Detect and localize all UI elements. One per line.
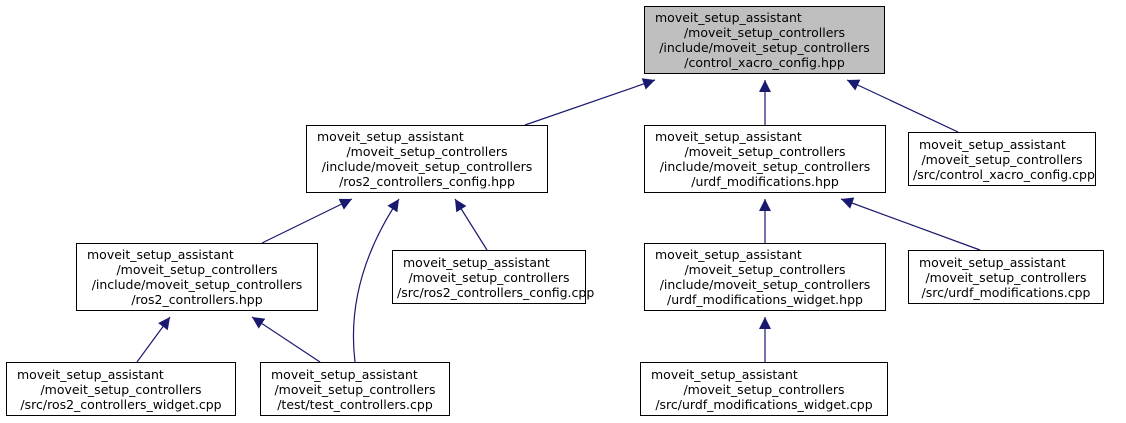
node-path-line: moveit_setup_assistant: [17, 366, 164, 382]
node-path-line: /moveit_setup_controllers: [925, 269, 1087, 285]
node-control-xacro-config-hpp: moveit_setup_assistant/moveit_setup_cont…: [644, 6, 885, 74]
node-path-line: /moveit_setup_controllers: [274, 381, 436, 397]
node-path-line: moveit_setup_assistant: [317, 129, 464, 144]
edge-test_controllers_cpp-to-ros2_controllers_config_hpp: [352, 198, 400, 363]
node-urdf-modifications-cpp[interactable]: moveit_setup_assistant/moveit_setup_cont…: [908, 250, 1104, 304]
node-path-line: /moveit_setup_controllers: [40, 381, 202, 397]
node-path-line: /test/test_controllers.cpp: [277, 396, 433, 412]
node-path-line: /moveit_setup_controllers: [116, 262, 278, 277]
edge-ros2_controllers_config_hpp-to-control_xacro_config_hpp: [524, 78, 656, 126]
node-path-line: /moveit_setup_controllers: [684, 262, 846, 277]
node-test-controllers-cpp[interactable]: moveit_setup_assistant/moveit_setup_cont…: [260, 362, 450, 416]
node-path-line: moveit_setup_assistant: [655, 10, 802, 25]
node-path-line: /urdf_modifications_widget.hpp: [667, 292, 863, 307]
node-path-line: /src/urdf_modifications.cpp: [921, 284, 1091, 300]
node-path-line: /moveit_setup_controllers: [683, 381, 845, 397]
node-ros2-controllers-config-cpp[interactable]: moveit_setup_assistant/moveit_setup_cont…: [392, 250, 595, 304]
node-path-line: /moveit_setup_controllers: [921, 151, 1083, 167]
node-path-line: /urdf_modifications.hpp: [691, 174, 839, 189]
node-path-line: /src/urdf_modifications_widget.cpp: [655, 396, 873, 412]
node-path-line: /src/ros2_controllers_config.cpp: [397, 284, 595, 300]
node-ros2-controllers-widget-cpp[interactable]: moveit_setup_assistant/moveit_setup_cont…: [6, 362, 236, 416]
node-path-line: /control_xacro_config.hpp: [684, 55, 845, 70]
node-path-line: moveit_setup_assistant: [403, 254, 550, 270]
edge-ros2_controllers_hpp-to-ros2_controllers_config_hpp: [261, 198, 353, 244]
node-path-line: moveit_setup_assistant: [919, 254, 1066, 270]
node-ros2-controllers-config-hpp[interactable]: moveit_setup_assistant/moveit_setup_cont…: [306, 125, 548, 193]
node-path-line: moveit_setup_assistant: [651, 366, 798, 382]
node-path-line: /include/moveit_setup_controllers: [659, 40, 870, 55]
node-path-line: /include/moveit_setup_controllers: [659, 277, 871, 292]
node-path-line: moveit_setup_assistant: [655, 247, 802, 262]
node-path-line: /ros2_controllers_config.hpp: [339, 174, 515, 189]
node-control-xacro-config-cpp[interactable]: moveit_setup_assistant/moveit_setup_cont…: [908, 132, 1096, 186]
node-path-line: /src/ros2_controllers_widget.cpp: [20, 396, 222, 412]
node-path-line: /ros2_controllers.hpp: [131, 292, 263, 307]
node-urdf-modifications-widget-hpp[interactable]: moveit_setup_assistant/moveit_setup_cont…: [644, 243, 886, 311]
node-urdf-modifications-hpp[interactable]: moveit_setup_assistant/moveit_setup_cont…: [644, 125, 886, 193]
node-path-line: /moveit_setup_controllers: [684, 144, 846, 159]
node-path-line: moveit_setup_assistant: [87, 247, 234, 262]
edge-ros2_controllers_config_cpp-to-ros2_controllers_config_hpp: [454, 198, 488, 251]
node-path-line: /src/control_xacro_config.cpp: [913, 166, 1095, 182]
edge-urdf_modifications_cpp-to-urdf_modifications_hpp: [840, 197, 981, 251]
node-path-line: moveit_setup_assistant: [271, 366, 418, 382]
node-urdf-modifications-widget-cpp[interactable]: moveit_setup_assistant/moveit_setup_cont…: [640, 362, 888, 416]
node-ros2-controllers-hpp[interactable]: moveit_setup_assistant/moveit_setup_cont…: [76, 243, 318, 311]
node-path-line: /include/moveit_setup_controllers: [659, 159, 871, 174]
node-path-line: moveit_setup_assistant: [655, 129, 802, 144]
edge-test_controllers_cpp-to-ros2_controllers_hpp: [251, 316, 321, 363]
node-path-line: /moveit_setup_controllers: [346, 144, 508, 159]
node-path-line: moveit_setup_assistant: [919, 136, 1066, 152]
node-path-line: /moveit_setup_controllers: [408, 269, 570, 285]
edge-control_xacro_config_cpp-to-control_xacro_config_hpp: [846, 79, 959, 133]
node-path-line: /include/moveit_setup_controllers: [321, 159, 533, 174]
edge-ros2_controllers_widget_cpp-to-ros2_controllers_hpp: [136, 316, 171, 363]
node-path-line: /moveit_setup_controllers: [683, 25, 846, 40]
node-path-line: /include/moveit_setup_controllers: [91, 277, 303, 292]
